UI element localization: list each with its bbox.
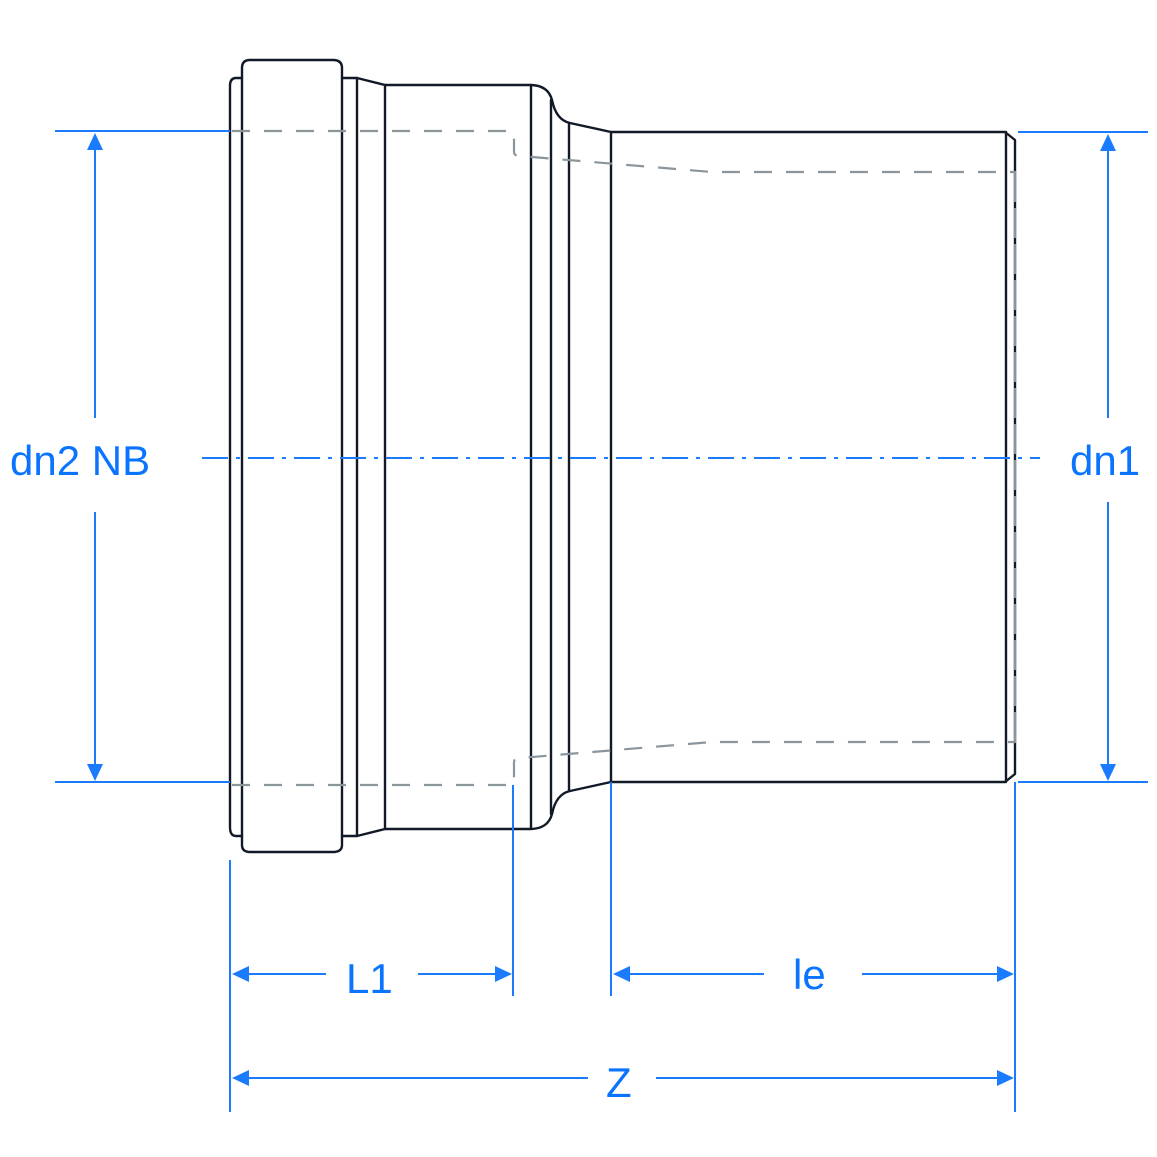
arrow-right-icon bbox=[495, 966, 512, 982]
part-outline bbox=[228, 58, 1017, 854]
label-dn1: dn1 bbox=[1070, 437, 1141, 484]
dim-dn2 bbox=[87, 133, 103, 781]
hidden-bore-lines bbox=[232, 129, 1017, 787]
dim-le bbox=[613, 966, 1014, 982]
label-dn2-nb: dn2 NB bbox=[10, 437, 151, 484]
label-le: le bbox=[793, 951, 826, 998]
arrow-right-icon bbox=[997, 1070, 1014, 1086]
arrow-right-icon bbox=[997, 966, 1014, 982]
label-Z: Z bbox=[606, 1059, 632, 1106]
arrow-left-icon bbox=[232, 1070, 249, 1086]
arrow-up-icon bbox=[87, 133, 103, 150]
extension-lines bbox=[55, 130, 1148, 1112]
arrow-down-icon bbox=[1100, 764, 1116, 781]
arrow-up-icon bbox=[1100, 134, 1116, 151]
dim-Z bbox=[232, 1070, 1014, 1086]
arrow-left-icon bbox=[232, 966, 249, 982]
label-L1: L1 bbox=[346, 955, 393, 1002]
dim-dn1 bbox=[1100, 134, 1116, 781]
arrow-left-icon bbox=[613, 966, 630, 982]
dim-L1 bbox=[232, 966, 512, 982]
arrow-down-icon bbox=[87, 764, 103, 781]
